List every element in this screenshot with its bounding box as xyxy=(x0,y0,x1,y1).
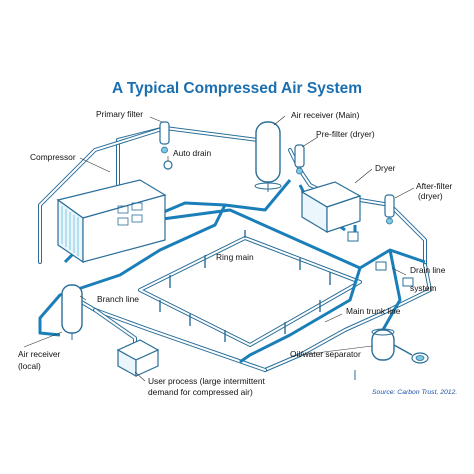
label-compressor: Compressor xyxy=(30,152,76,162)
primary-filter xyxy=(159,121,170,154)
air-receiver-main xyxy=(254,121,282,192)
label-oil-water-separator: Oil/water separator xyxy=(290,349,361,359)
ring-main xyxy=(138,230,362,347)
label-pre-filter: Pre-filter (dryer) xyxy=(316,129,375,139)
label-branch-line: Branch line xyxy=(97,294,139,304)
drain-trap xyxy=(375,261,414,287)
label-after-filter-line1: After-filter xyxy=(416,181,453,191)
auto-drain xyxy=(163,160,173,170)
leader-lines xyxy=(23,115,415,382)
after-filter xyxy=(384,194,395,225)
oil-water-separator xyxy=(354,328,429,380)
label-drain-line-line2: system xyxy=(410,283,437,293)
user-process-box xyxy=(116,339,160,378)
label-auto-drain: Auto drain xyxy=(173,148,212,158)
label-air-receiver-local-line1: Air receiver xyxy=(18,349,61,359)
label-drain-line-line1: Drain line xyxy=(410,265,446,275)
pre-filter xyxy=(294,144,305,175)
compressor xyxy=(56,179,167,264)
label-after-filter-line2: (dryer) xyxy=(418,191,443,201)
label-user-process-line1: User process (large intermittent xyxy=(148,376,265,386)
label-main-trunk-line: Main trunk line xyxy=(346,306,401,316)
label-dryer: Dryer xyxy=(375,163,396,173)
label-air-receiver-main: Air receiver (Main) xyxy=(291,110,360,120)
label-user-process-line2: demand for compressed air) xyxy=(148,387,253,397)
air-receiver-local xyxy=(61,284,83,340)
diagram-title: A Typical Compressed Air System xyxy=(111,80,363,97)
label-ring-main: Ring main xyxy=(216,252,254,262)
drain-line-system xyxy=(38,179,426,364)
label-air-receiver-local-line2: (local) xyxy=(18,361,41,371)
label-primary-filter: Primary filter xyxy=(96,109,143,119)
source-credit: Source: Carbon Trust, 2012. xyxy=(372,389,457,396)
dryer xyxy=(300,181,362,242)
